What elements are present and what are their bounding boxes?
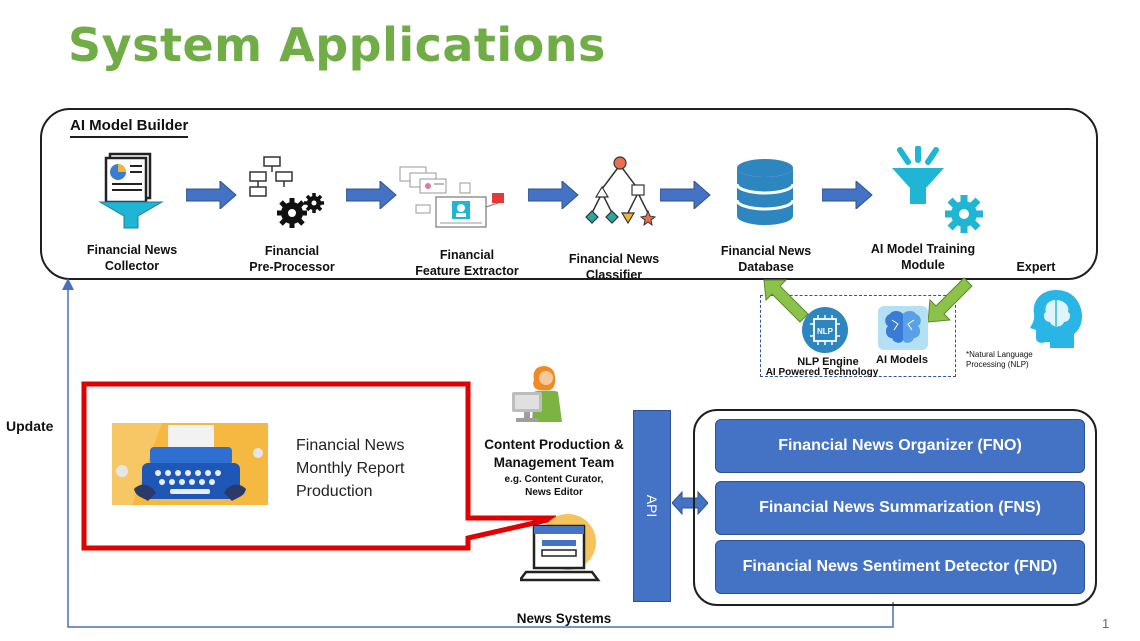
ai-models-brain-icon xyxy=(876,302,930,359)
content-team-person-icon xyxy=(510,362,574,433)
step-label-line: Financial News xyxy=(86,243,178,257)
modules-panel xyxy=(693,409,1097,606)
step-label-classifier: Financial News Classifier xyxy=(554,251,674,283)
step-label-line: Financial News xyxy=(568,252,660,266)
step-label-preprocessor: Financial Pre-Processor xyxy=(232,243,352,275)
step-label-model-training: AI Model Training Module xyxy=(856,241,990,273)
expert-head-icon xyxy=(1026,286,1088,353)
page-number: 1 xyxy=(1102,616,1110,631)
update-label: Update xyxy=(6,418,54,434)
step-label-collector: Financial News Collector xyxy=(72,242,192,274)
news-funnel-icon xyxy=(96,150,170,235)
flowchart-gears-icon xyxy=(248,155,328,240)
step-label-line: Pre-Processor xyxy=(249,260,335,274)
ai-model-builder-panel xyxy=(40,108,1098,280)
step-label-line: Classifier xyxy=(585,268,643,282)
content-team-examples: e.g. Content Curator, News Editor xyxy=(488,473,620,499)
nlp-footnote: *Natural Language Processing (NLP) xyxy=(966,350,1033,370)
step-label-feature-extractor: Financial Feature Extractor xyxy=(404,247,530,279)
classifier-tree-icon xyxy=(582,155,658,236)
step-label-line: Feature Extractor xyxy=(415,264,519,278)
database-icon xyxy=(734,158,796,231)
step-label-line: AI Model Training xyxy=(870,242,976,256)
footnote-line: *Natural Language xyxy=(966,350,1033,359)
report-text-line: Financial News xyxy=(296,437,405,454)
step-label-database: Financial News Database xyxy=(706,243,826,275)
green-arrow-down-left-icon xyxy=(924,276,974,331)
arrow-right-icon xyxy=(346,181,398,209)
news-systems-laptop-icon xyxy=(517,512,604,599)
step-label-line: Collector xyxy=(104,259,160,273)
arrow-right-icon xyxy=(822,181,874,209)
step-label-line: Financial xyxy=(264,244,320,258)
module-fnd-button[interactable]: Financial News Sentiment Detector (FND) xyxy=(715,540,1085,594)
report-production-text: Financial News Monthly Report Production xyxy=(296,434,405,503)
feature-extractor-icon xyxy=(398,163,508,238)
step-label-line: Module xyxy=(901,258,945,272)
report-text-line: Production xyxy=(296,483,373,500)
team-label-line: Content Production & xyxy=(484,437,624,452)
step-label-line: Financial News xyxy=(720,244,812,258)
report-text-line: Monthly Report xyxy=(296,460,405,477)
page-title: System Applications xyxy=(68,18,606,72)
ai-powered-caption: AI Powered Technology xyxy=(765,367,879,378)
arrow-right-icon xyxy=(528,181,580,209)
team-example-line: News Editor xyxy=(525,487,583,498)
api-bar: API xyxy=(633,410,671,602)
arrow-right-icon xyxy=(186,181,238,209)
footnote-line: Processing (NLP) xyxy=(966,360,1029,369)
news-systems-label: News Systems xyxy=(516,611,612,626)
team-example-line: e.g. Content Curator, xyxy=(504,474,604,485)
model-training-icon xyxy=(886,145,996,243)
typewriter-image xyxy=(112,423,268,505)
nlp-chip-text: NLP xyxy=(817,327,834,336)
nlp-chip-icon: NLP xyxy=(800,306,850,359)
step-label-line: Financial xyxy=(439,248,495,262)
module-fno-button[interactable]: Financial News Organizer (FNO) xyxy=(715,419,1085,473)
content-team-label: Content Production & Management Team xyxy=(474,436,634,472)
ai-model-builder-label: AI Model Builder xyxy=(70,117,189,138)
step-label-line: Database xyxy=(738,260,794,274)
api-label: API xyxy=(644,494,660,518)
team-label-line: Management Team xyxy=(493,455,615,470)
module-fns-button[interactable]: Financial News Summarization (FNS) xyxy=(715,481,1085,535)
arrow-right-icon xyxy=(660,181,712,209)
expert-label: Expert xyxy=(1016,260,1056,274)
